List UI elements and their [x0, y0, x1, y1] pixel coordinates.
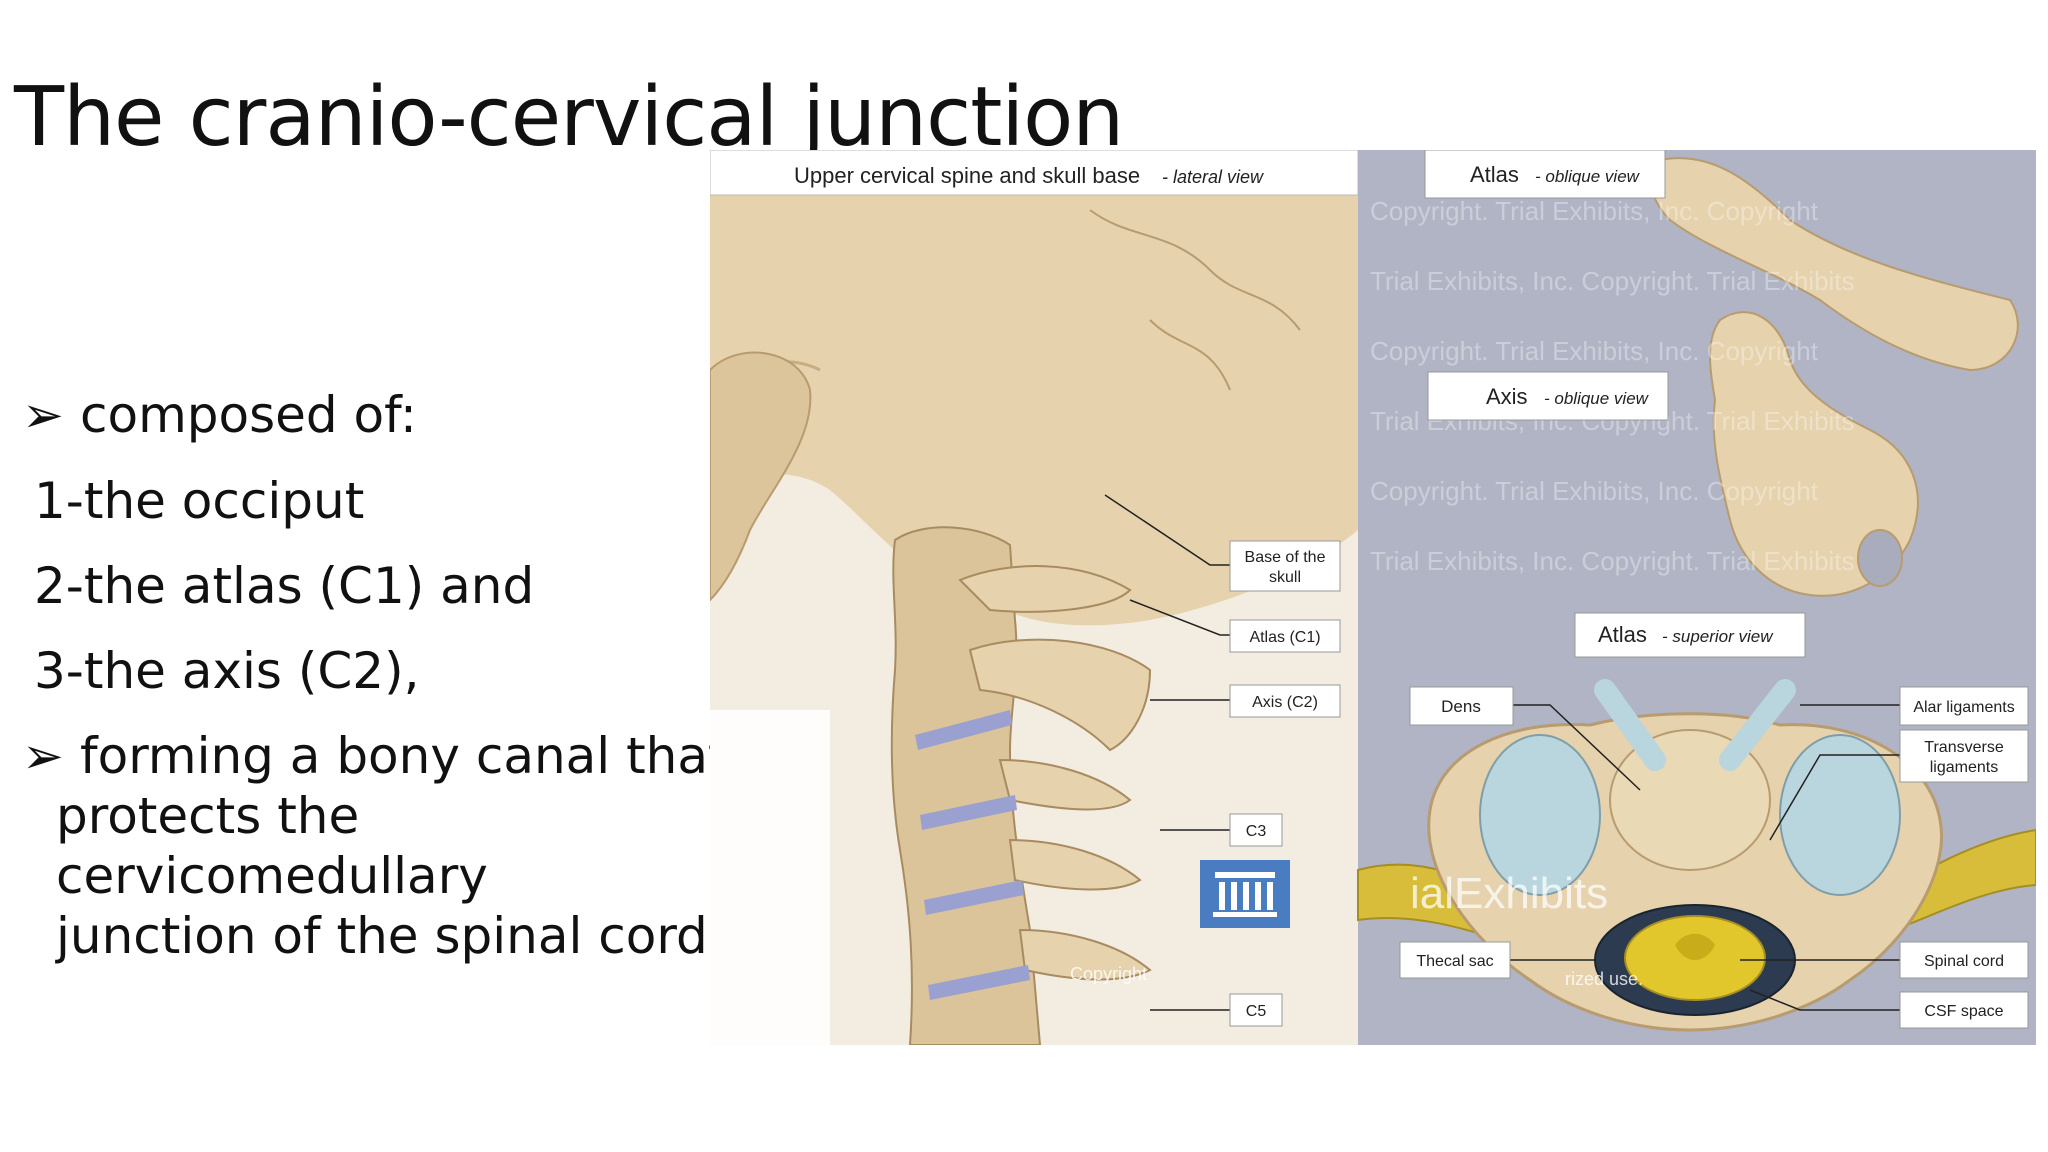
- mandible-shape: [710, 351, 812, 602]
- bullet-composed: ➢ composed of:: [22, 385, 782, 445]
- atlas-axis-panel: Copyright. Trial Exhibits, Inc. Copyrigh…: [1357, 150, 2036, 1045]
- atlas-oblique-bone: [1650, 157, 2019, 372]
- watermark-copyright: Copyright: [1070, 964, 1147, 984]
- label-c5: C5: [1246, 1003, 1267, 1020]
- columns-icon: [1213, 872, 1277, 917]
- axis-oblique-view: - oblique view: [1544, 389, 1650, 408]
- atlas-oblique-title: Atlas: [1470, 162, 1519, 187]
- label-atlas-c1: Atlas (C1): [1249, 629, 1320, 646]
- svg-text:Copyright. Trial Exhibits, Inc: Copyright. Trial Exhibits, Inc. Copyrigh…: [1370, 336, 1819, 366]
- label-base-of-skull-2: skull: [1269, 569, 1301, 586]
- label-spinal-cord: Spinal cord: [1924, 953, 2004, 970]
- trial-exhibits-logo: [1200, 860, 1290, 928]
- bullet-forming-line3: junction of the spinal cord.: [56, 907, 724, 965]
- list-item-axis: 3-the axis (C2),: [34, 642, 420, 700]
- label-alar-ligaments: Alar ligaments: [1913, 699, 2014, 716]
- list-item-atlas: 2-the atlas (C1) and: [34, 557, 535, 615]
- label-axis-c2: Axis (C2): [1252, 694, 1318, 711]
- arrow-bullet-icon: ➢: [22, 727, 64, 785]
- watermark-logo-text: ialExhibits: [1410, 869, 1608, 918]
- svg-text:Copyright. Trial Exhibits, Inc: Copyright. Trial Exhibits, Inc. Copyrigh…: [1370, 476, 1819, 506]
- svg-text:Trial Exhibits, Inc. Copyright: Trial Exhibits, Inc. Copyright. Trial Ex…: [1370, 546, 1855, 576]
- atlas-oblique-view: - oblique view: [1535, 167, 1641, 186]
- axis-oblique-title: Axis: [1486, 384, 1528, 409]
- label-transverse-2: ligaments: [1930, 759, 1998, 776]
- bullet-forming-line2: protects the cervicomedullary: [56, 787, 488, 905]
- atlas-superior-view: - superior view: [1662, 627, 1774, 646]
- anatomy-illustration: Upper cervical spine and skull base - la…: [710, 150, 2036, 1045]
- slide-title: The cranio-cervical junction: [14, 70, 1124, 165]
- lateral-panel-view: - lateral view: [1162, 167, 1264, 187]
- label-thecal-sac: Thecal sac: [1416, 953, 1493, 970]
- lateral-view-panel: Upper cervical spine and skull base - la…: [710, 150, 1359, 1045]
- bullet-forming-line1: forming a bony canal that: [80, 727, 728, 785]
- lateral-panel-title: Upper cervical spine and skull base: [794, 163, 1140, 188]
- label-csf-space: CSF space: [1924, 1003, 2003, 1020]
- list-item-occiput: 1-the occiput: [34, 472, 365, 530]
- atlas-superior-title: Atlas: [1598, 622, 1647, 647]
- svg-text:Trial Exhibits, Inc. Copyright: Trial Exhibits, Inc. Copyright. Trial Ex…: [1370, 266, 1855, 296]
- bullet-list: ➢ composed of: 1-the occiput 2-the atlas …: [22, 385, 782, 966]
- label-transverse-1: Transverse: [1924, 739, 2004, 756]
- arrow-bullet-icon: ➢: [22, 386, 64, 444]
- label-base-of-skull-1: Base of the: [1245, 549, 1326, 566]
- watermark-text: Copyright. Trial Exhibits, Inc. Copyrigh…: [1370, 196, 1855, 576]
- anatomy-figure: Upper cervical spine and skull base - la…: [710, 150, 2036, 1045]
- label-dens: Dens: [1441, 697, 1481, 716]
- label-c3: C3: [1246, 823, 1267, 840]
- skull-shape: [710, 195, 1358, 626]
- watermark-unauthorized: rized use.: [1565, 969, 1643, 989]
- bullet-composed-text: composed of:: [80, 386, 417, 444]
- svg-text:Copyright. Trial Exhibits, Inc: Copyright. Trial Exhibits, Inc. Copyrigh…: [1370, 196, 1819, 226]
- axis-oblique-bone: [1709, 311, 1919, 597]
